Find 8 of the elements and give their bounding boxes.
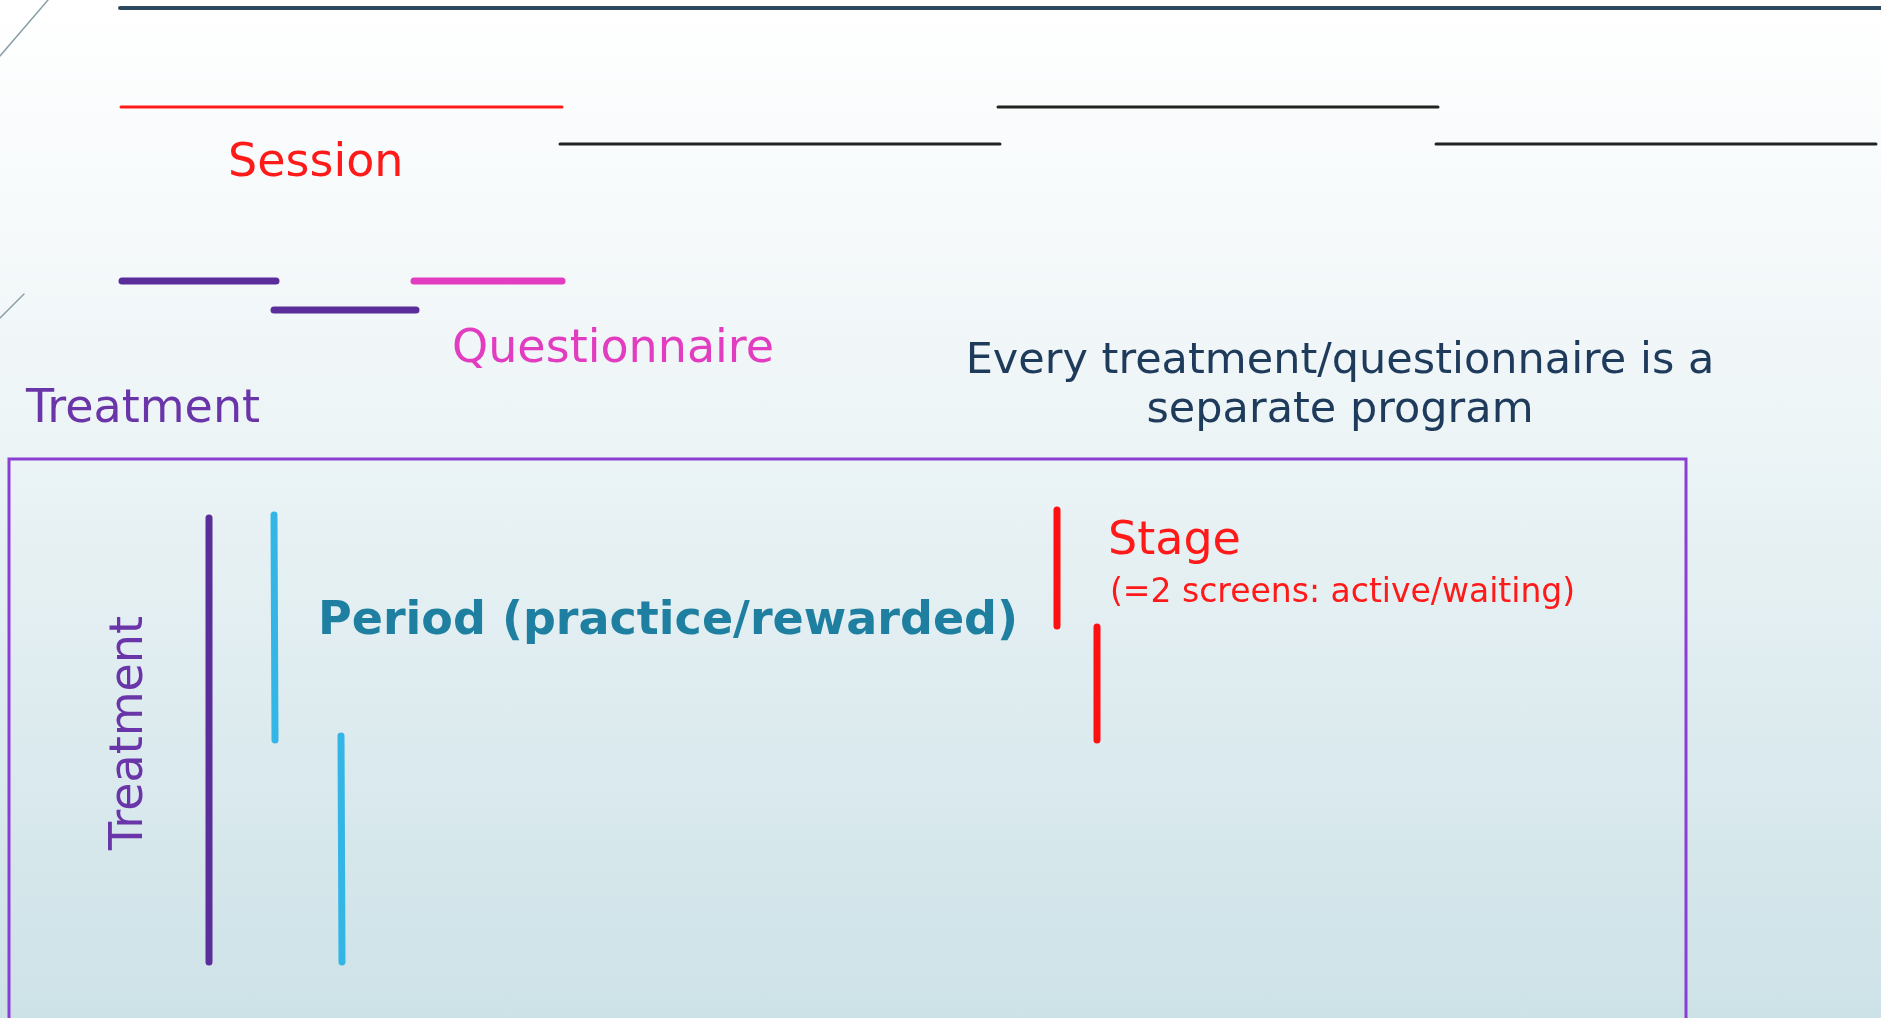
session-label: Session bbox=[228, 134, 404, 187]
questionnaire-label: Questionnaire bbox=[452, 320, 775, 373]
treatment-label: Treatment bbox=[100, 616, 153, 851]
stage-label: Stage bbox=[1108, 512, 1241, 565]
stage-note: (=2 screens: active/waiting) bbox=[1110, 572, 1576, 610]
treatment-label: Treatment bbox=[26, 380, 261, 433]
period-label: Period (practice/rewarded) bbox=[318, 592, 1019, 645]
note: Every treatment/questionnaire is a separate program bbox=[964, 334, 1716, 433]
